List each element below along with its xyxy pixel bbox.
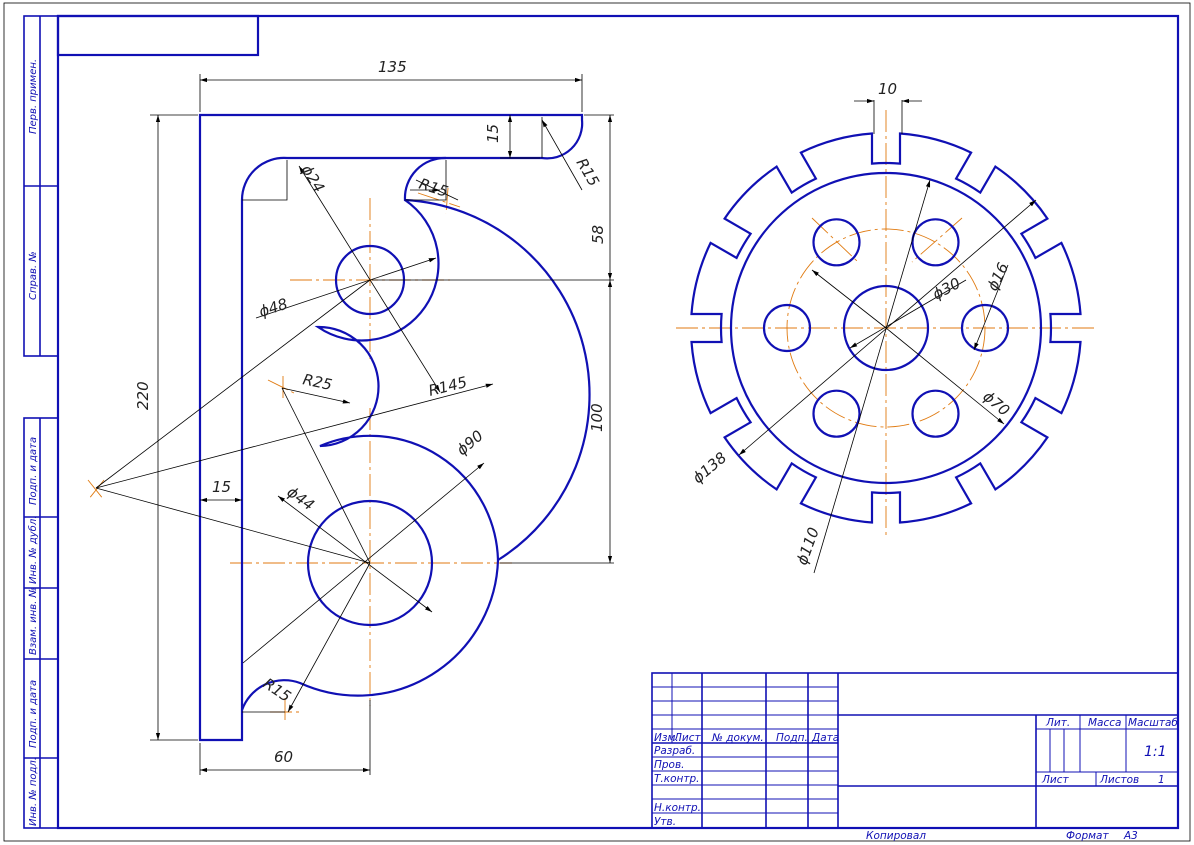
tb-prov: Пров. (654, 759, 685, 771)
dim-10: 10 (878, 80, 897, 98)
dim-d48: ϕ48 (257, 295, 290, 321)
tb-podp: Подп. (776, 732, 808, 744)
dim-15-left: 15 (212, 478, 231, 496)
dim-100: 100 (588, 403, 606, 432)
tb-masshtab: Масштаб (1128, 717, 1178, 729)
tb-format-value: А3 (1123, 830, 1138, 842)
tb-data: Дата (811, 732, 839, 744)
tb-dokum: № докум. (711, 732, 764, 744)
dim-r15-mid: R15 (417, 175, 451, 201)
title-block: Изм. Лист № докум. Подп. Дата Разраб. Пр… (651, 672, 1179, 842)
dim-15-top: 15 (484, 124, 502, 143)
dim-r15-top: R15 (573, 155, 603, 190)
tb-sheets-value: 1 (1158, 774, 1165, 786)
dim-60: 60 (274, 748, 293, 766)
tb-format: Формат (1066, 830, 1109, 842)
stamp-inv-podl: Инв. № подл. (28, 757, 39, 826)
dim-220: 220 (134, 381, 152, 410)
dim-d90: ϕ90 (453, 427, 487, 459)
tb-massa: Масса (1088, 717, 1121, 729)
bracket-part: 135 15 R15 58 ϕ24 R15 ϕ48 R25 R145 ϕ90 2… (87, 58, 614, 775)
dim-r15-bot: R15 (260, 674, 295, 705)
dim-d110: ϕ110 (793, 525, 823, 567)
dim-135: 135 (378, 58, 407, 76)
dim-d44: ϕ44 (284, 483, 318, 515)
tb-scale-value: 1:1 (1144, 744, 1167, 760)
stamp-perv-primen: Перв. примен. (28, 59, 39, 134)
stamp-sprav-no: Справ. № (28, 251, 39, 300)
dim-d16: ϕ16 (983, 260, 1012, 294)
dim-d30: ϕ30 (929, 274, 963, 304)
dim-58: 58 (589, 225, 607, 244)
tb-sheets: Листов (1099, 774, 1139, 786)
tb-tkontr: Т.контр. (654, 773, 700, 785)
bracket-outline (198, 113, 591, 742)
dim-d70: ϕ70 (979, 387, 1013, 419)
stamp-podp-data-2: Подп. и дата (28, 680, 39, 748)
tb-list: Лист (673, 732, 701, 744)
side-stamp-column: Перв. примен. Справ. № Подп. и дата Инв.… (23, 15, 59, 829)
dim-d24: ϕ24 (298, 162, 329, 196)
tb-izm: Изм. (654, 732, 679, 744)
tb-razrab: Разраб. (654, 745, 695, 757)
tb-lit: Лит. (1045, 717, 1070, 729)
dim-d138: ϕ138 (689, 449, 730, 488)
tb-kopiroval: Копировал (866, 830, 926, 842)
flange-part: 10 ϕ30 ϕ16 ϕ70 ϕ138 ϕ110 (676, 80, 1096, 574)
flange-outline (690, 132, 1082, 524)
flange-inner-ring (729, 171, 1043, 485)
tb-nkontr: Н.контр. (654, 802, 701, 814)
dim-r25: R25 (301, 370, 334, 394)
tb-sheet: Лист (1041, 774, 1069, 786)
tb-utv: Утв. (654, 816, 676, 828)
stamp-podp-data-1: Подп. и дата (28, 437, 39, 505)
stamp-vzam-inv: Взам. инв. № (28, 587, 39, 655)
stamp-inv-dubl: Инв. № дубл. (27, 516, 39, 584)
flange-bolt-hole (911, 218, 960, 267)
